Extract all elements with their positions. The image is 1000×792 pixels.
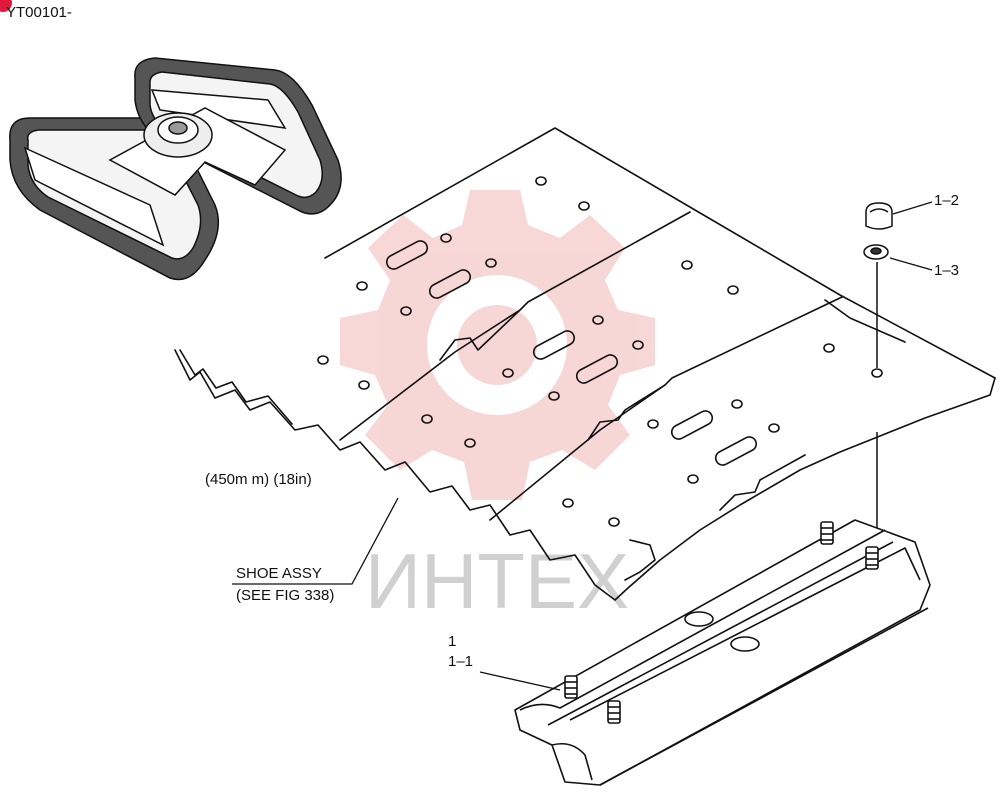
leader-lines xyxy=(232,201,933,691)
nut-and-washer xyxy=(863,202,893,545)
callout-pad-item: 1 xyxy=(448,633,457,650)
callout-nut: 1–2 xyxy=(934,192,960,209)
undercarriage-thumbnail xyxy=(9,57,342,281)
callout-pad-subitem: 1–1 xyxy=(448,653,474,670)
watermark-text: ИНТЕХ xyxy=(365,537,629,625)
watermark-gear xyxy=(340,190,655,500)
width-note: (450m m) (18in) xyxy=(205,471,312,488)
track-shoes xyxy=(174,127,996,601)
see-fig-label: (SEE FIG 338) xyxy=(236,587,335,604)
shoe-assy-label: SHOE ASSY xyxy=(236,565,322,582)
callout-washer: 1–3 xyxy=(934,262,960,279)
figure-id: YT00101- xyxy=(6,4,72,21)
reference-badge xyxy=(0,0,12,12)
rubber-pad xyxy=(514,519,931,786)
